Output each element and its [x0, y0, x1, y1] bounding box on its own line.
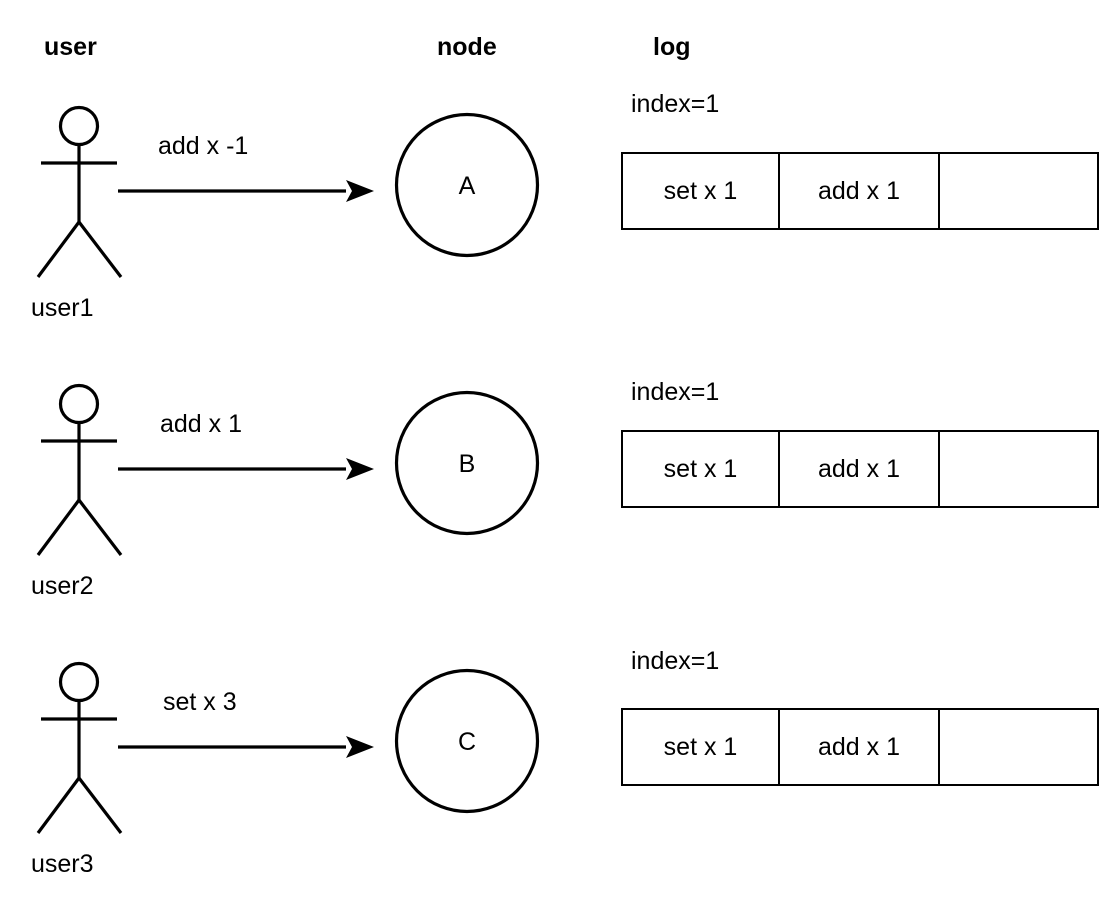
log-cell-2-1: set x 1: [621, 430, 780, 508]
table-row: set x 1 add x 1: [621, 152, 1099, 230]
message-arrow-row-1: [118, 180, 374, 202]
node-circle-c: C: [394, 668, 540, 814]
node-letter-c: C: [458, 728, 476, 756]
log-cell-3-1: set x 1: [621, 708, 780, 786]
column-header-log: log: [653, 33, 691, 61]
table-row: set x 1 add x 1: [621, 708, 1099, 786]
actor-figure-user2: [36, 383, 123, 556]
log-index-label-row-3: index=1: [631, 647, 720, 675]
message-label-row-1: add x -1: [158, 132, 249, 160]
log-table-row-3: set x 1 add x 1: [621, 708, 1099, 786]
log-cell-1-2: add x 1: [778, 152, 940, 230]
message-label-row-3: set x 3: [163, 688, 237, 716]
node-circle-a: A: [394, 112, 540, 258]
node-letter-b: B: [459, 450, 476, 478]
log-cell-3-2: add x 1: [778, 708, 940, 786]
log-cell-2-3: [938, 430, 1099, 508]
actor-figure-user1: [36, 105, 123, 278]
log-cell-2-2: add x 1: [778, 430, 940, 508]
log-table-row-2: set x 1 add x 1: [621, 430, 1099, 508]
log-cell-3-3: [938, 708, 1099, 786]
log-index-label-row-1: index=1: [631, 90, 720, 118]
actor-label-user1: user1: [31, 294, 94, 322]
actor-label-user2: user2: [31, 572, 94, 600]
log-cell-1-1: set x 1: [621, 152, 780, 230]
message-arrow-row-2: [118, 458, 374, 480]
log-cell-1-3: [938, 152, 1099, 230]
column-header-node: node: [437, 33, 497, 61]
actor-figure-user3: [36, 661, 123, 834]
table-row: set x 1 add x 1: [621, 430, 1099, 508]
node-letter-a: A: [459, 172, 476, 200]
node-circle-b: B: [394, 390, 540, 536]
log-index-label-row-2: index=1: [631, 378, 720, 406]
message-arrow-row-3: [118, 736, 374, 758]
log-table-row-1: set x 1 add x 1: [621, 152, 1099, 230]
actor-label-user3: user3: [31, 850, 94, 878]
column-header-user: user: [44, 33, 97, 61]
message-label-row-2: add x 1: [160, 410, 243, 438]
